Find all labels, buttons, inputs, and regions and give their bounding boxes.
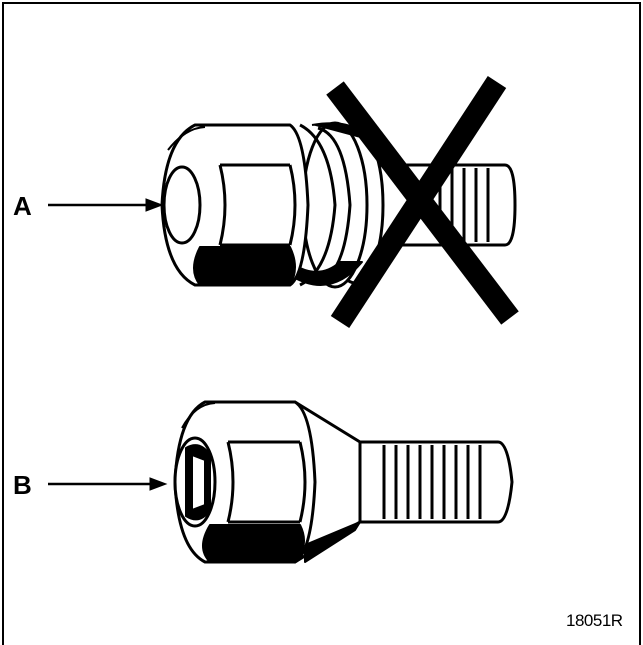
arrow-a (48, 198, 164, 212)
bolt-b-hex-head (173, 400, 317, 564)
label-a: A (13, 191, 32, 221)
bolt-a-hex-head (160, 123, 310, 287)
bolt-b-illustration (173, 400, 514, 564)
label-b: B (13, 470, 32, 500)
reference-code: 18051R (566, 611, 623, 630)
arrow-b (48, 477, 168, 491)
rejected-x-icon (326, 75, 519, 329)
bolt-b-thread (353, 440, 514, 524)
